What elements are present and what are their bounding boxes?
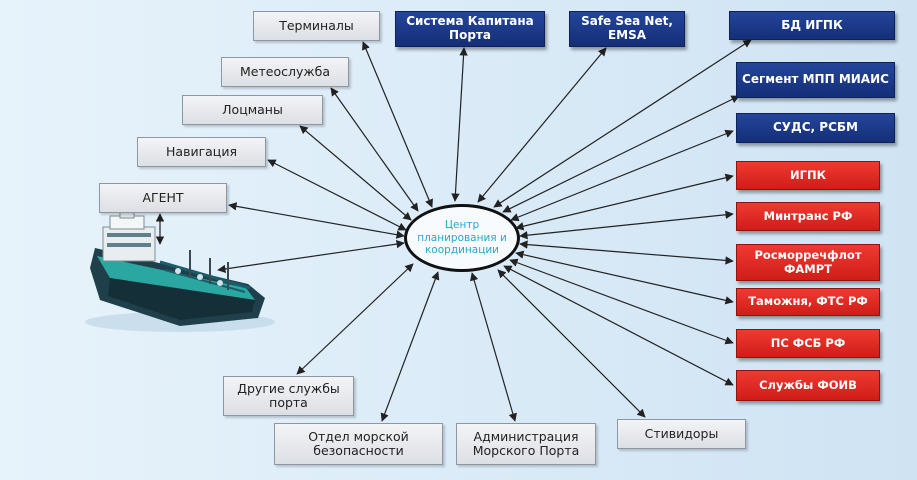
arrow-mintrans	[519, 210, 734, 240]
arrow-other-port-services	[296, 263, 414, 375]
node-other-port-services: Другие службы порта	[223, 376, 354, 416]
arrow-navigation	[267, 159, 407, 231]
node-foiv-services: Службы ФОИВ	[736, 370, 880, 401]
node-suds-rsbm: СУДС, РСБМ	[736, 113, 895, 143]
arrow-suds-rsbm	[510, 129, 734, 222]
arrow-port-administration	[470, 272, 517, 422]
connector-arrows	[155, 39, 752, 422]
node-agent: АГЕНТ	[99, 183, 227, 213]
node-safe-sea-net: Safe Sea Net, EMSA	[569, 11, 685, 47]
arrow-customs	[515, 250, 734, 305]
arrow-maritime-security-dept	[380, 271, 440, 422]
arrow-ship	[217, 239, 405, 274]
node-mpp-miais: Сегмент МПП МИАИС	[736, 62, 895, 98]
node-rosmorrechflot: Росморречфлот ФАМРТ	[736, 244, 880, 281]
arrow-border-service	[509, 258, 734, 345]
arrow-mpp-miais	[502, 95, 740, 213]
node-border-service: ПС ФСБ РФ	[736, 329, 880, 358]
node-harbour-master-system: Система Капитана Порта	[395, 11, 545, 47]
node-igpk: ИГПК	[736, 161, 880, 190]
node-stevedores: Стивидоры	[617, 419, 746, 449]
hub-label: Центр планирования и координации	[417, 219, 507, 257]
node-maritime-security-dept: Отдел морской безопасности	[274, 423, 443, 465]
arrow-harbour-master-system	[451, 47, 468, 202]
node-db-igpk: БД ИГПК	[729, 11, 895, 40]
arrow-db-igpk	[493, 39, 752, 208]
arrow-pilots	[299, 125, 412, 221]
node-terminals: Терминалы	[253, 11, 380, 41]
arrow-safe-sea-net	[477, 47, 607, 203]
node-meteo: Метеослужба	[221, 57, 349, 87]
node-navigation: Навигация	[137, 137, 266, 167]
node-mintrans: Минтранс РФ	[736, 202, 880, 231]
arrow-stevedores	[497, 269, 646, 418]
node-port-administration: Администрация Морского Порта	[456, 423, 596, 465]
node-customs: Таможня, ФТС РФ	[736, 288, 880, 316]
arrow-foiv-services	[503, 265, 734, 386]
arrow-igpk	[515, 173, 734, 231]
coordination-center-hub: Центр планирования и координации	[404, 204, 520, 272]
arrow-agent	[228, 202, 405, 239]
node-pilots: Лоцманы	[182, 95, 323, 125]
oil-tanker-icon	[85, 207, 275, 332]
arrow-rosmorrechflot	[519, 240, 734, 265]
arrow-meteo	[330, 87, 419, 212]
